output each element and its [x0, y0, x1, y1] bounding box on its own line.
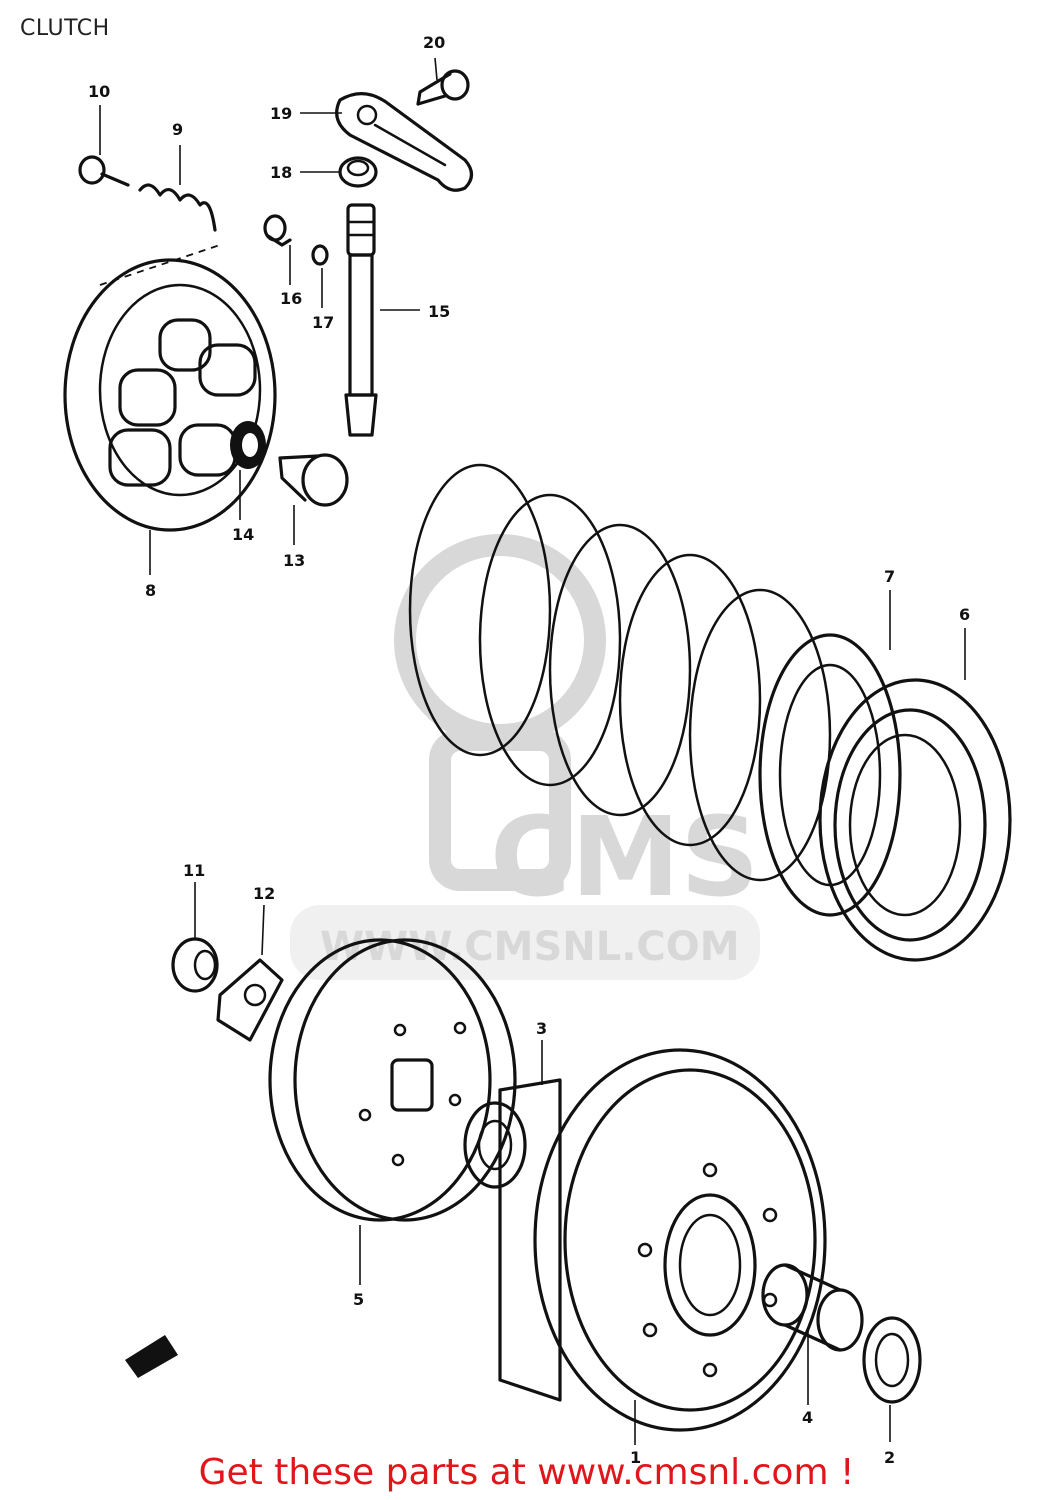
part-8-pressure-plate — [63, 244, 277, 532]
part-11-nut — [171, 937, 219, 993]
watermark-brand: CMS — [490, 793, 759, 921]
part-3-thrust-washer — [463, 1101, 527, 1189]
callout-19: 19 — [270, 104, 292, 123]
callout-9: 9 — [172, 120, 183, 139]
page-title: CLUTCH — [20, 16, 110, 41]
callout-2: 2 — [884, 1448, 895, 1467]
callout-5: 5 — [353, 1290, 364, 1309]
callout-12: 12 — [253, 884, 275, 903]
part-20-bolt — [416, 69, 470, 106]
part-1-clutch-housing — [498, 1048, 827, 1432]
callout-14: 14 — [232, 525, 254, 544]
part-19-release-lever — [335, 92, 474, 192]
part-12-lock-washer — [216, 958, 284, 1042]
part-17-ball — [311, 244, 329, 266]
clutch-plate-stack — [408, 463, 902, 917]
leader-lines — [99, 57, 966, 1445]
part-2-washer — [862, 1316, 922, 1404]
part-14-bearing — [230, 421, 266, 469]
callout-1: 1 — [630, 1448, 641, 1467]
callout-8: 8 — [145, 581, 156, 600]
part-10-bolt — [78, 155, 130, 187]
part-18-oil-seal — [338, 156, 378, 188]
callout-10: 10 — [88, 82, 110, 101]
cta-link-text[interactable]: Get these parts at www.cmsnl.com ! — [198, 1452, 855, 1493]
front-arrow-icon — [125, 1335, 178, 1378]
callout-15: 15 — [428, 302, 450, 321]
callout-4: 4 — [802, 1408, 813, 1427]
callout-13: 13 — [283, 551, 305, 570]
part-15-release-shaft — [344, 203, 378, 437]
callout-7: 7 — [884, 567, 895, 586]
callout-17: 17 — [312, 313, 334, 332]
part-6-friction-plate — [818, 678, 1012, 962]
callout-18: 18 — [270, 163, 292, 182]
callout-labels: 20 19 18 10 9 16 17 15 14 13 8 7 6 11 12… — [88, 33, 970, 1467]
callout-16: 16 — [280, 289, 302, 308]
part-9-spring — [138, 183, 217, 232]
cms-watermark: CMS WWW.CMSNL.COM — [290, 534, 760, 980]
callout-11: 11 — [183, 861, 205, 880]
part-16-bolt — [263, 214, 292, 247]
watermark-url: WWW.CMSNL.COM — [320, 924, 740, 970]
callout-20: 20 — [423, 33, 445, 52]
part-13-pushrod-piece — [278, 453, 349, 507]
callout-3: 3 — [536, 1019, 547, 1038]
callout-6: 6 — [959, 605, 970, 624]
part-4-needle-bearing — [761, 1263, 864, 1352]
part-5-clutch-hub — [268, 938, 517, 1222]
